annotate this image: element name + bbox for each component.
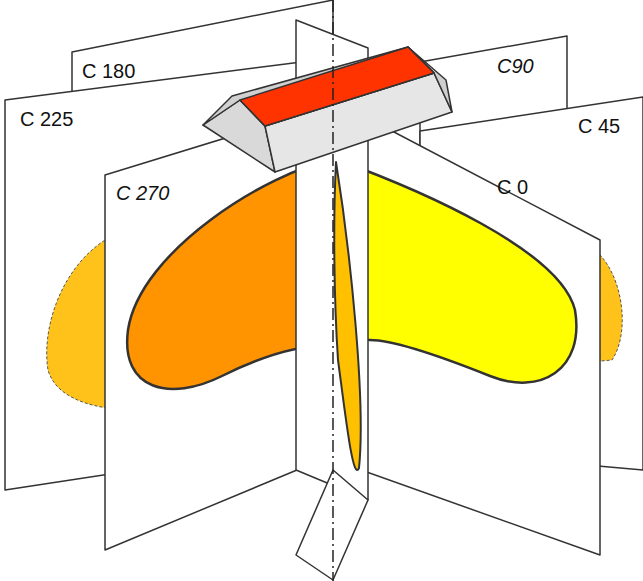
c-plane [333, 100, 600, 555]
plane-label: C 270 [116, 182, 169, 204]
light-lobe [334, 162, 360, 470]
luminaire [203, 47, 452, 172]
plane-label: C 0 [497, 176, 528, 198]
light-lobe [338, 160, 576, 383]
optical-axis [332, 0, 334, 581]
c-plane [296, 470, 368, 580]
plane-label: C 180 [82, 60, 135, 82]
plane-label: C90 [497, 55, 534, 77]
plane-label: C 225 [20, 108, 73, 130]
plane-label: C 45 [578, 115, 620, 137]
